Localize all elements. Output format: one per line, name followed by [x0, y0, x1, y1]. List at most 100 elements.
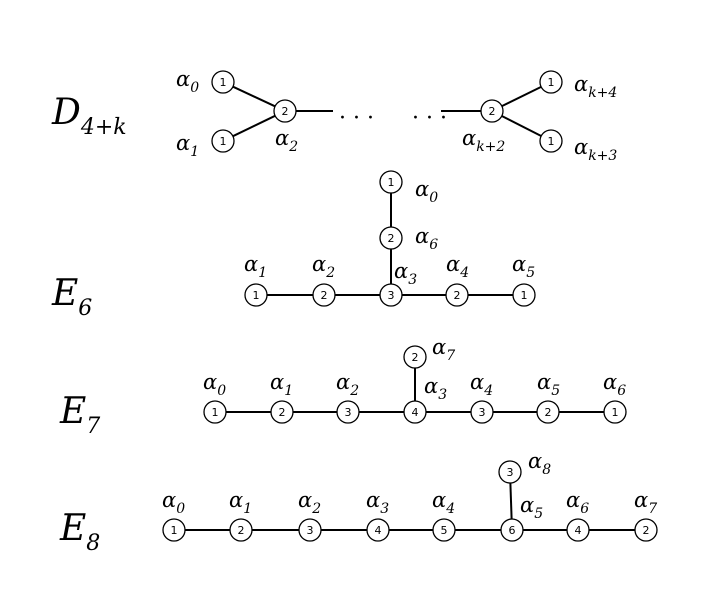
- node-circle: [634, 518, 658, 542]
- node-multiplicity: 1: [253, 289, 260, 302]
- e8-node: 3: [298, 518, 322, 542]
- edges-layer: [185, 85, 635, 531]
- node-circle: [244, 283, 268, 307]
- e6-node: 2: [379, 226, 403, 250]
- root-label: α1: [176, 131, 199, 160]
- root-label: α6: [603, 370, 626, 399]
- node-circle: [336, 400, 360, 424]
- node-multiplicity: 4: [575, 524, 582, 537]
- node-circle: [432, 518, 456, 542]
- diagram-name-e7: E7: [59, 391, 100, 439]
- e8-edge: [509, 482, 513, 520]
- e8-node: 6: [500, 518, 524, 542]
- node-circle: [379, 226, 403, 250]
- diagram-name-e8: E8: [59, 508, 100, 556]
- e6-node: 3: [379, 283, 403, 307]
- d4k-ellipsis: · · ·: [339, 106, 374, 131]
- root-label: α1: [244, 252, 267, 281]
- node-circle: [470, 400, 494, 424]
- e7-node: 2: [270, 400, 294, 424]
- node-multiplicity: 1: [171, 524, 178, 537]
- root-label: α4: [432, 488, 455, 517]
- e7-node: 1: [203, 400, 227, 424]
- e7-node: 3: [336, 400, 360, 424]
- node-multiplicity: 2: [388, 232, 395, 245]
- e6-node: 1: [244, 283, 268, 307]
- node-multiplicity: 1: [548, 135, 555, 148]
- e6-node: 2: [445, 283, 469, 307]
- diagram-name-d4k: D4+k: [51, 92, 127, 140]
- root-label: α6: [415, 224, 438, 253]
- root-label: α1: [270, 370, 293, 399]
- node-circle: [270, 400, 294, 424]
- node-multiplicity: 3: [507, 466, 514, 479]
- root-label: α2: [275, 126, 298, 155]
- e8-node: 2: [229, 518, 253, 542]
- node-circle: [403, 400, 427, 424]
- e7-node: 1: [603, 400, 627, 424]
- d4k-node: 1: [539, 129, 563, 153]
- node-circle: [566, 518, 590, 542]
- node-multiplicity: 2: [643, 524, 650, 537]
- e7-node: 4: [403, 400, 427, 424]
- node-circle: [480, 99, 504, 123]
- node-circle: [539, 70, 563, 94]
- node-multiplicity: 3: [388, 289, 395, 302]
- node-circle: [298, 518, 322, 542]
- d4k-node: 1: [211, 70, 235, 94]
- d4k-node: 1: [539, 70, 563, 94]
- root-label: αk+2: [462, 126, 505, 155]
- node-multiplicity: 4: [412, 406, 419, 419]
- e7-node: 2: [536, 400, 560, 424]
- node-multiplicity: 6: [509, 524, 516, 537]
- node-circle: [162, 518, 186, 542]
- node-multiplicity: 2: [489, 105, 496, 118]
- d4k-edge: [501, 85, 542, 108]
- node-multiplicity: 2: [454, 289, 461, 302]
- node-multiplicity: 1: [212, 406, 219, 419]
- node-multiplicity: 2: [238, 524, 245, 537]
- node-multiplicity: 1: [612, 406, 619, 419]
- root-label: α0: [162, 488, 185, 517]
- node-circle: [203, 400, 227, 424]
- e7-node: 3: [470, 400, 494, 424]
- root-label: α4: [470, 370, 493, 399]
- root-label: αk+3: [574, 135, 617, 164]
- root-label: α7: [634, 488, 657, 517]
- d4k-edge: [232, 114, 276, 138]
- d4k-edge: [232, 85, 276, 108]
- node-circle: [536, 400, 560, 424]
- root-label: αk+4: [574, 72, 617, 101]
- node-multiplicity: 1: [521, 289, 528, 302]
- d4k-node: 2: [480, 99, 504, 123]
- e6-node: 1: [512, 283, 536, 307]
- node-circle: [229, 518, 253, 542]
- root-label: α6: [566, 488, 589, 517]
- root-label: α5: [520, 493, 543, 522]
- node-circle: [379, 170, 403, 194]
- node-multiplicity: 2: [282, 105, 289, 118]
- root-label: α2: [298, 488, 321, 517]
- node-circle: [211, 129, 235, 153]
- node-multiplicity: 4: [375, 524, 382, 537]
- node-circle: [379, 283, 403, 307]
- root-label: α8: [528, 449, 551, 478]
- d4k-node: 1: [211, 129, 235, 153]
- node-circle: [539, 129, 563, 153]
- d4k-edge: [501, 115, 542, 137]
- node-circle: [211, 70, 235, 94]
- node-multiplicity: 3: [345, 406, 352, 419]
- e8-node: 4: [566, 518, 590, 542]
- node-multiplicity: 1: [548, 76, 555, 89]
- node-multiplicity: 2: [412, 351, 419, 364]
- node-multiplicity: 2: [321, 289, 328, 302]
- root-label: α3: [424, 374, 447, 403]
- root-label: α2: [336, 370, 359, 399]
- node-multiplicity: 3: [307, 524, 314, 537]
- node-circle: [312, 283, 336, 307]
- d4k-node: 2: [273, 99, 297, 123]
